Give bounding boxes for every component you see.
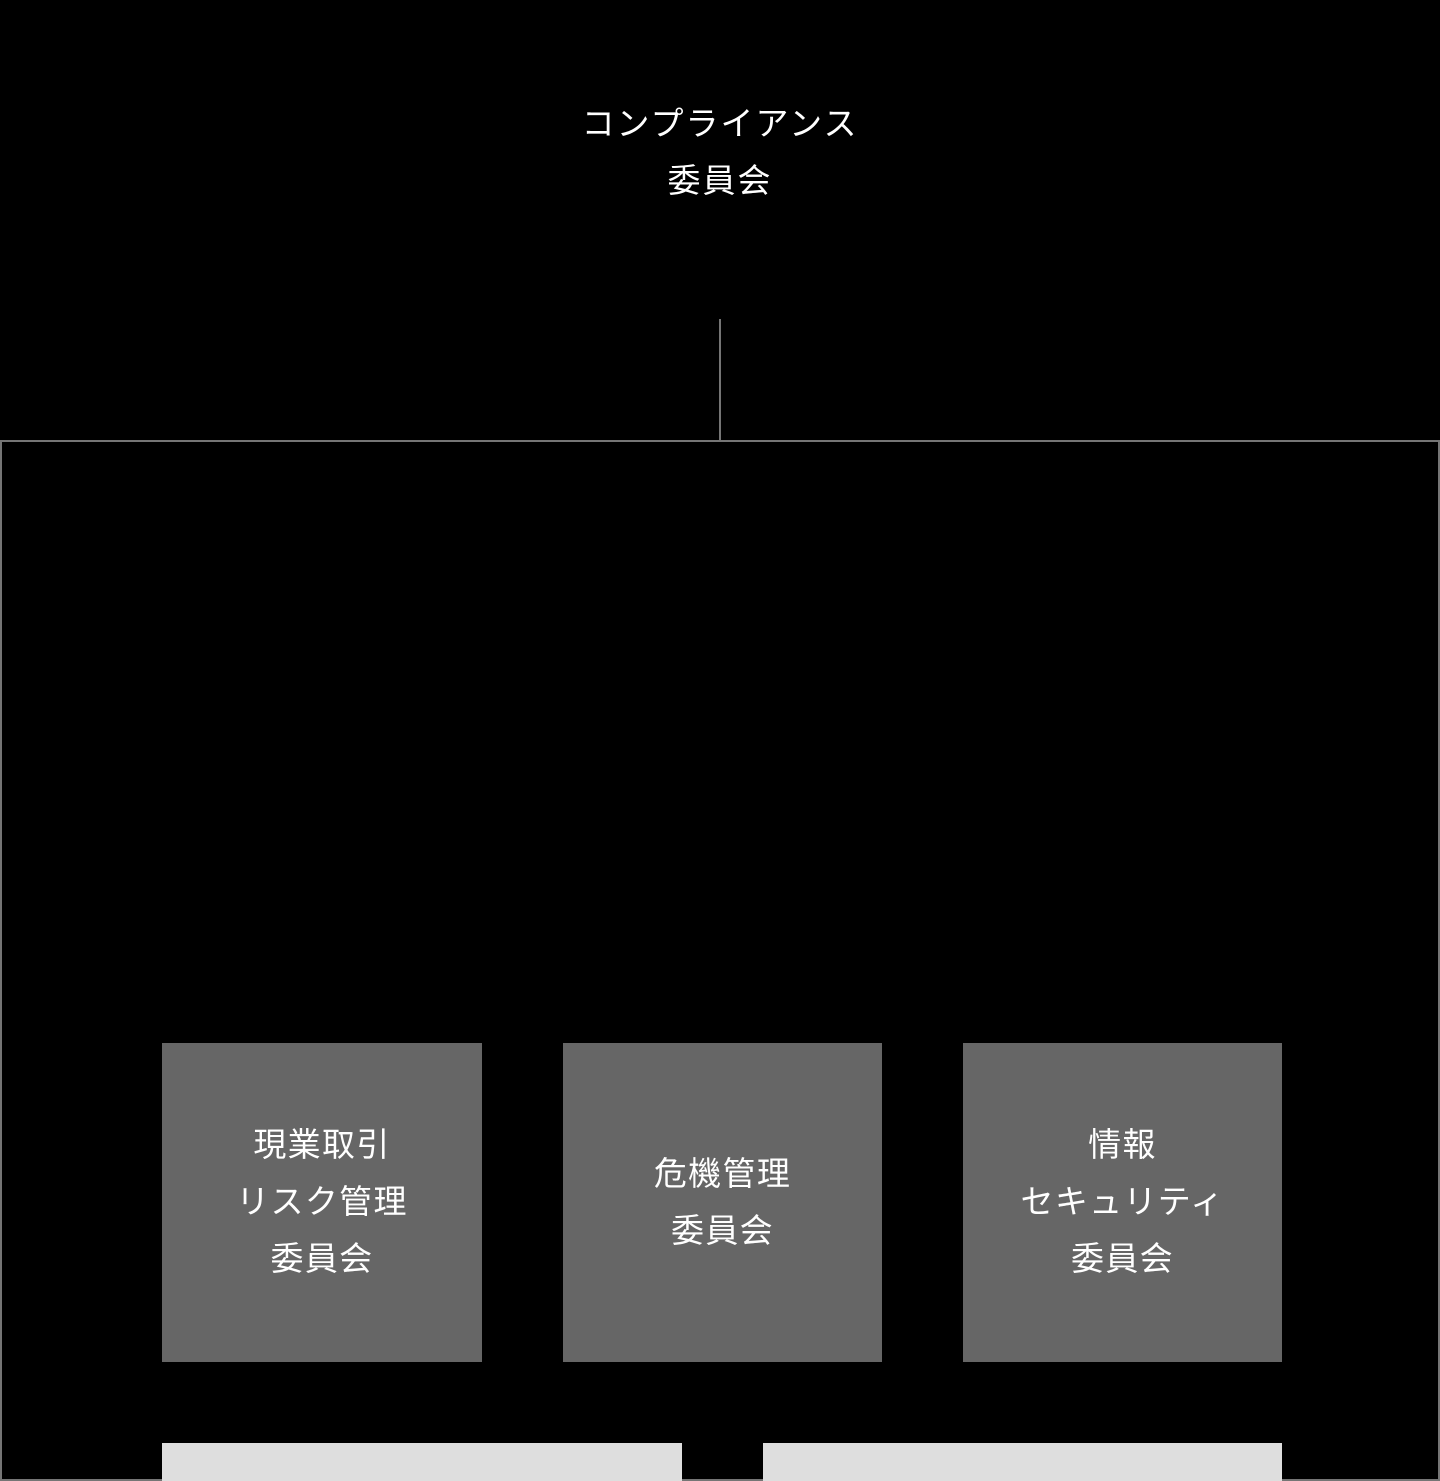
node-information-security-committee: 情報 セキュリティ 委員会 <box>963 1043 1282 1362</box>
node-crisis-management-committee: 危機管理 委員会 <box>563 1043 882 1362</box>
node-compliance-committee: コンプライアンス 委員会 <box>581 105 859 199</box>
node-overseas-bases-compliance-conference: 海外拠点 コンプライアンス会議 <box>162 1443 682 1481</box>
node-business-transaction-risk-management-committee: 現業取引 リスク管理 委員会 <box>162 1043 482 1362</box>
connector-line-root-to-group <box>719 319 721 442</box>
node-domestic-group-companies-compliance-conference: 国内グループ会社 コンプライアンス会議 <box>763 1443 1282 1481</box>
subordinate-group-container: 現業取引 リスク管理 委員会 危機管理 委員会 情報 セキュリティ 委員会 海外… <box>0 440 1440 1481</box>
